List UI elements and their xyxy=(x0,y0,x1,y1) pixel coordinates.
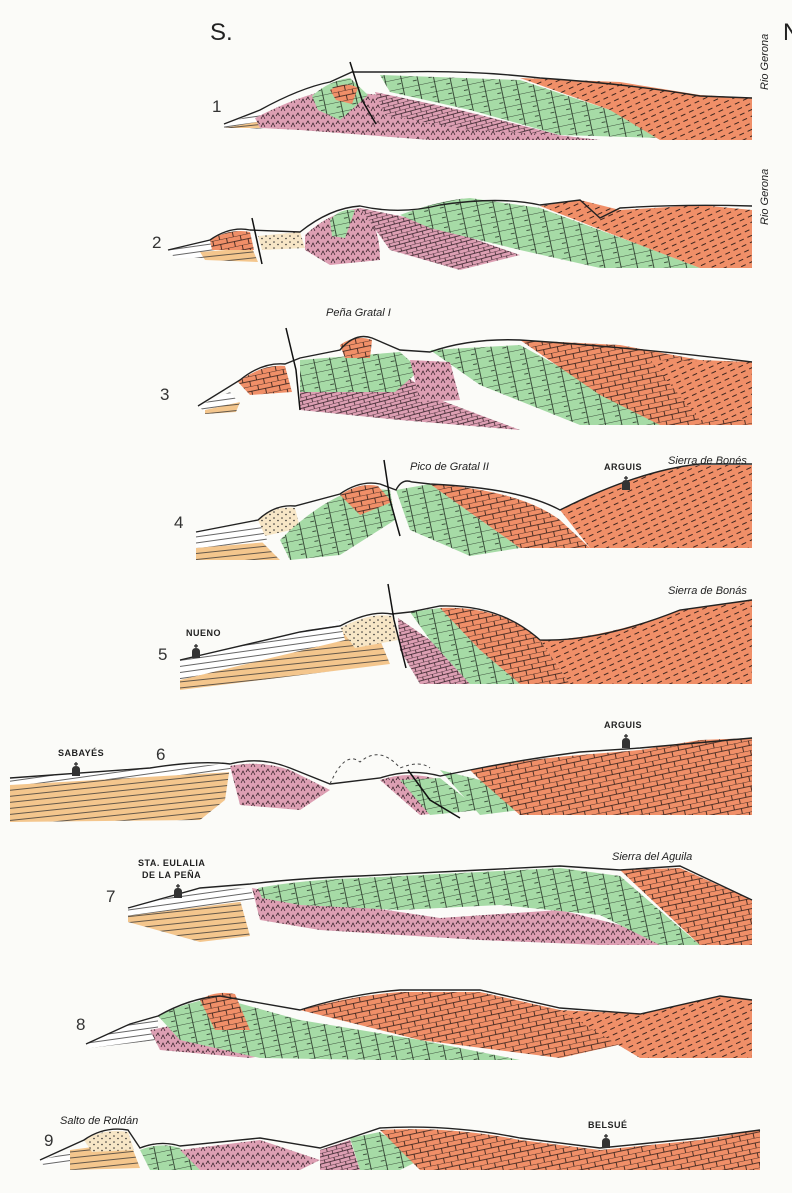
place-label: Rio Gerona xyxy=(759,169,771,225)
section-2: 2 Rio Gerona xyxy=(152,169,771,270)
peak-label: Pico de Gratal II xyxy=(410,461,489,473)
section-7: 7 STA. EULALIA DE LA PEÑA Sierra del Agu… xyxy=(106,851,752,945)
town-label: ARGUIS xyxy=(604,462,642,472)
town-label: BELSUÉ xyxy=(588,1120,628,1130)
section-1: 1 Rio Gerona xyxy=(212,34,771,140)
section-8: 8 xyxy=(76,990,752,1060)
place-label: Rio Gerona xyxy=(759,34,771,90)
church-icon xyxy=(72,762,80,776)
town-label-2: ARGUIS xyxy=(604,720,642,730)
place-label: Sierra del Aguila xyxy=(612,851,692,863)
place-label: Sierra de Bonés xyxy=(668,455,747,467)
town-label: SABAYÉS xyxy=(58,748,104,758)
section-number: 5 xyxy=(158,645,167,664)
place-label: Salto de Roldán xyxy=(60,1115,138,1127)
section-number: 3 xyxy=(160,385,169,404)
section-9: 9 Salto de Roldán BELSUÉ xyxy=(40,1115,760,1170)
section-3: 3 Peña Gratal I xyxy=(160,307,752,430)
section-number: 1 xyxy=(212,97,221,116)
town-label-line1: STA. EULALIA xyxy=(138,858,205,868)
north-marker: N xyxy=(783,19,792,46)
section-4: 4 Pico de Gratal II ARGUIS Sierra de Bon… xyxy=(174,455,752,560)
church-icon xyxy=(602,1134,610,1148)
section-number: 4 xyxy=(174,513,183,532)
section-6: 6 SABAYÉS ARGUIS xyxy=(10,720,752,822)
town-label-line2: DE LA PEÑA xyxy=(142,870,201,880)
south-marker: S. xyxy=(210,19,233,46)
section-5: 5 NUENO Sierra de Bonás xyxy=(158,584,752,690)
church-icon xyxy=(622,476,630,490)
place-label: Sierra de Bonás xyxy=(668,585,747,597)
church-icon xyxy=(622,734,630,748)
church-icon xyxy=(192,644,200,658)
section-number: 2 xyxy=(152,233,161,252)
section-number: 8 xyxy=(76,1015,85,1034)
section-number: 7 xyxy=(106,887,115,906)
section-number: 6 xyxy=(156,745,165,764)
section-number: 9 xyxy=(44,1131,53,1150)
place-label: Peña Gratal I xyxy=(326,307,391,319)
church-icon xyxy=(174,884,182,898)
town-label: NUENO xyxy=(186,628,221,638)
